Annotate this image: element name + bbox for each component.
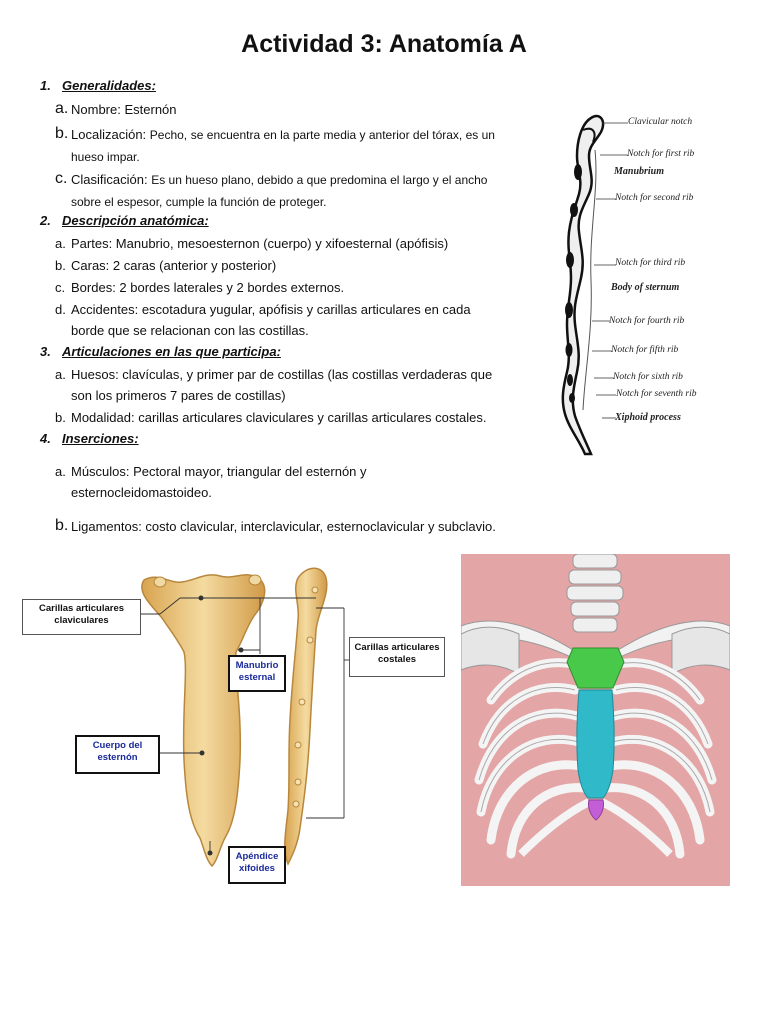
label-body-of-sternum: Body of sternum bbox=[611, 282, 680, 293]
label-notch-second-rib: Notch for second rib bbox=[615, 193, 694, 203]
section-heading-1: 1.Generalidades: bbox=[40, 78, 156, 93]
list-item: b. Ligamentos: costo clavicular, intercl… bbox=[55, 517, 496, 534]
label-notch-first-rib: Notch for first rib bbox=[627, 149, 695, 159]
label-clavicular-notch: Clavicular notch bbox=[628, 117, 693, 127]
label-notch-fourth-rib: Notch for fourth rib bbox=[609, 316, 685, 326]
callout-carillas-costales: Carillas articulares costales bbox=[349, 637, 445, 677]
label-notch-fifth-rib: Notch for fifth rib bbox=[611, 345, 679, 355]
sternum-anterior-illustration bbox=[140, 567, 350, 868]
callout-manubrio-esternal: Manubrio esternal bbox=[228, 655, 286, 692]
list-item: a. Huesos: clavículas, y primer par de c… bbox=[55, 367, 493, 403]
label-notch-sixth-rib: Notch for sixth rib bbox=[613, 372, 683, 382]
xiphoid-segment bbox=[588, 799, 604, 821]
callout-apendice-xifoides: Apéndice xifoides bbox=[228, 846, 286, 884]
list-item: a. Nombre: Esternón bbox=[55, 100, 177, 117]
list-item: a. Partes: Manubrio, mesoesternon (cuerp… bbox=[55, 236, 449, 251]
list-item: b. Localización: Pecho, se encuentra en … bbox=[55, 125, 495, 164]
section-heading-4: 4.Inserciones: bbox=[40, 431, 139, 446]
callout-carillas-claviculares: Carillas articulares claviculares bbox=[22, 599, 141, 635]
list-item: c. Clasificación: Es un hueso plano, deb… bbox=[55, 170, 488, 209]
label-xiphoid-process: Xiphoid process bbox=[615, 412, 681, 423]
label-manubrium: Manubrium bbox=[614, 166, 665, 177]
rib-cage-illustration bbox=[461, 554, 730, 886]
label-notch-third-rib: Notch for third rib bbox=[615, 258, 686, 268]
list-item: b. Caras: 2 caras (anterior y posterior) bbox=[55, 258, 277, 273]
list-item: a. Músculos: Pectoral mayor, triangular … bbox=[55, 464, 367, 500]
callout-cuerpo-esternon: Cuerpo del esternón bbox=[75, 735, 160, 774]
section-heading-2: 2.Descripción anatómica: bbox=[40, 213, 209, 228]
manubrium-segment bbox=[566, 647, 625, 689]
sternum-lateral-leaders bbox=[592, 122, 628, 419]
list-item: d. Accidentes: escotadura yugular, apófi… bbox=[55, 302, 471, 338]
list-item: c. Bordes: 2 bordes laterales y 2 bordes… bbox=[55, 280, 345, 295]
page-title: Actividad 3: Anatomía A bbox=[241, 30, 527, 58]
list-item: b. Modalidad: carillas articulares clavi… bbox=[55, 410, 487, 425]
section-heading-3: 3.Articulaciones en las que participa: bbox=[40, 344, 281, 359]
sternum-lateral-illustration bbox=[561, 114, 605, 456]
body-segment bbox=[576, 689, 615, 799]
label-notch-seventh-rib: Notch for seventh rib bbox=[616, 389, 697, 399]
